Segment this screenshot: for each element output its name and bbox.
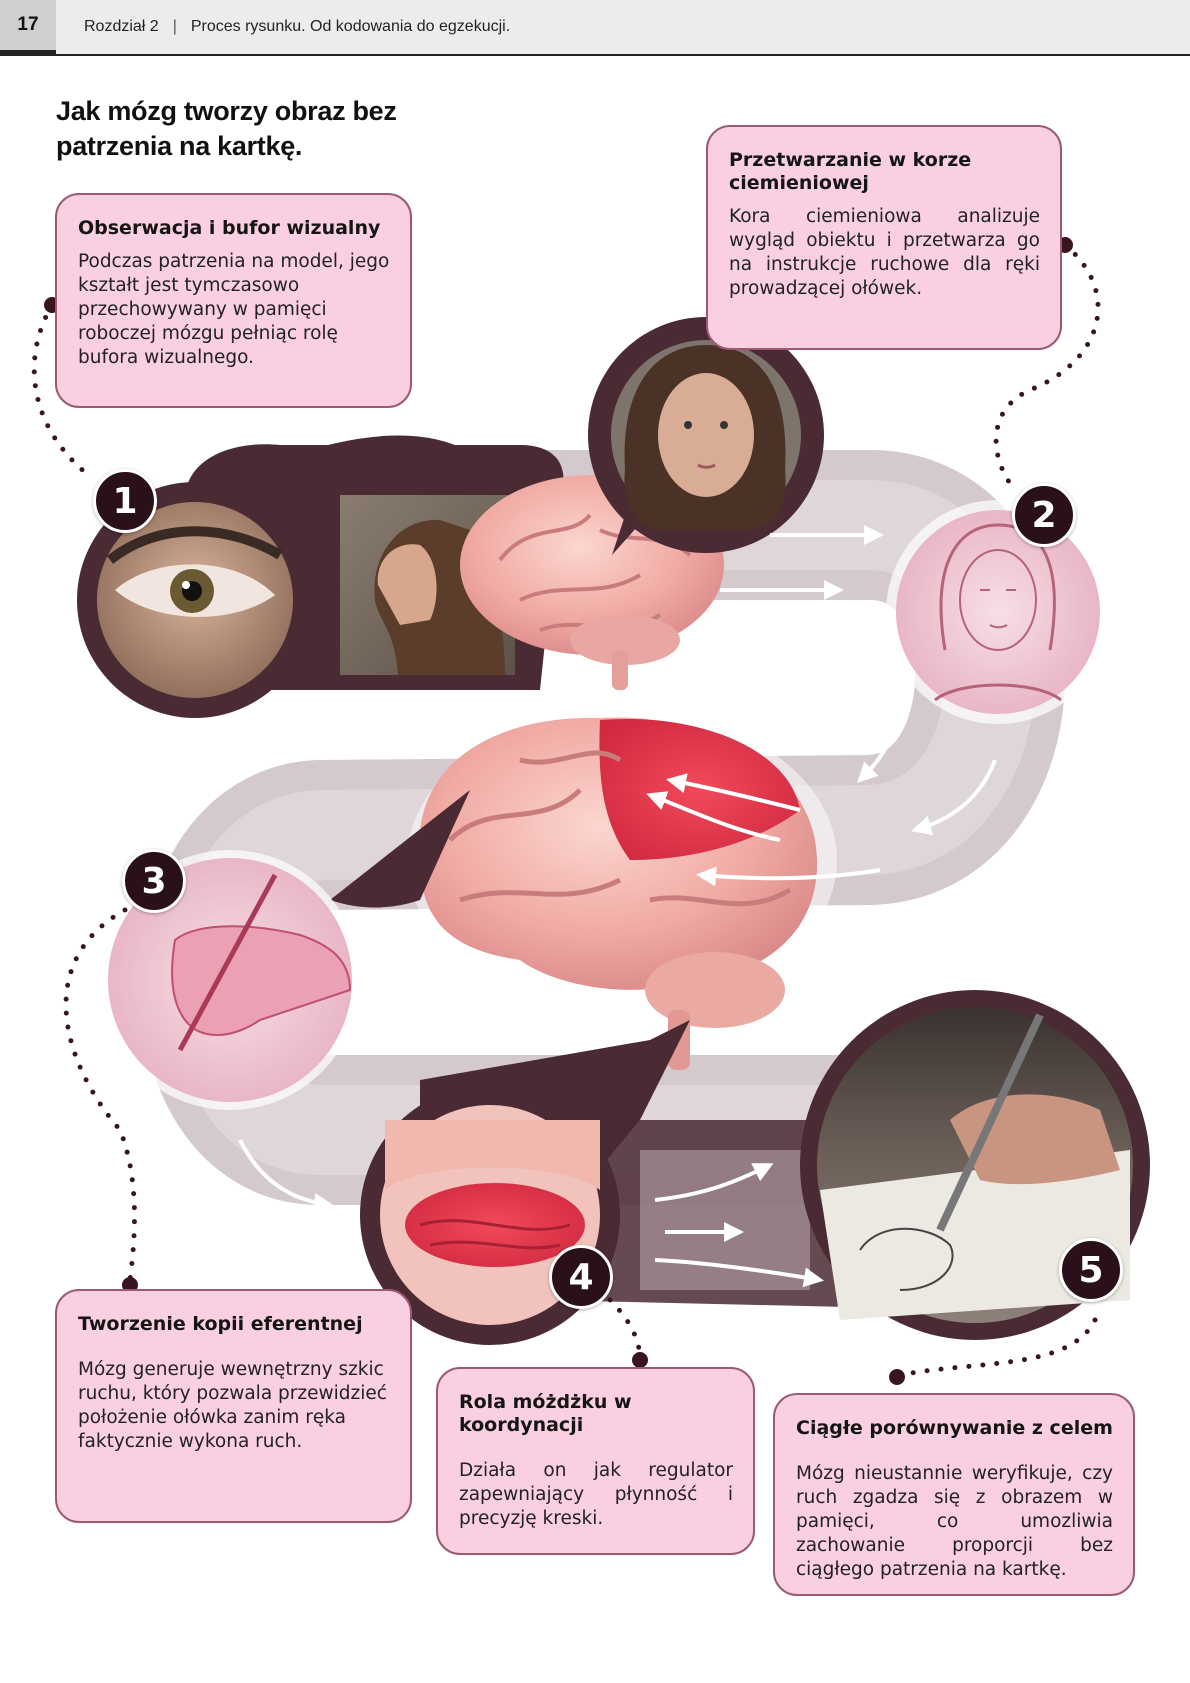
dotted-connectors xyxy=(31,242,1101,1378)
card-cerebellum-title: Rola móżdżku w koordynacji xyxy=(459,1391,632,1436)
eye-photo xyxy=(77,482,313,718)
card-observation-title: Obserwacja i bufor wizualny xyxy=(78,217,381,239)
step-badge-4: 4 xyxy=(549,1245,613,1309)
flow-arrows-row1 xyxy=(720,525,884,600)
card-efferent: Tworzenie kopii eferentnej Mózg generuje… xyxy=(55,1289,412,1523)
section-title: Proces rysunku. Od kodowania do egzekucj… xyxy=(190,18,511,35)
card-parietal-title: Przetwarzanie w korze ciemieniowej xyxy=(729,149,972,194)
card-cerebellum: Rola móżdżku w koordynacji Działa on jak… xyxy=(436,1367,755,1555)
dark-lobe xyxy=(330,790,470,908)
card-comparison-title: Ciągłe porównywanie z celem xyxy=(796,1417,1113,1439)
card-parietal: Przetwarzanie w korze ciemieniowej Kora … xyxy=(706,125,1062,350)
card-cerebellum-body: Działa on jak regulator zapewniający pły… xyxy=(459,1460,733,1529)
step-badge-5: 5 xyxy=(1059,1238,1123,1302)
step-badge-1: 1 xyxy=(93,469,157,533)
card-observation: Obserwacja i bufor wizualny Podczas patr… xyxy=(55,193,412,408)
card-efferent-body: Mózg generuje wewnętrzny szkic ruchu, kt… xyxy=(78,1359,387,1452)
page-number: 17 xyxy=(0,0,56,54)
hand-sketch xyxy=(100,850,360,1110)
step-badge-3: 3 xyxy=(122,849,186,913)
card-comparison: Ciągłe porównywanie z celem Mózg nieusta… xyxy=(773,1393,1135,1596)
brain-center-highlighted xyxy=(407,710,837,1070)
face-sketch xyxy=(886,500,1110,724)
card-parietal-body: Kora ciemieniowa analizuje wygląd obiekt… xyxy=(729,206,1040,299)
step-badge-2: 2 xyxy=(1012,483,1076,547)
header-separator: | xyxy=(172,18,177,35)
card-observation-body: Podczas patrzenia na model, jego kształt… xyxy=(78,251,390,368)
flow-arrows-center xyxy=(361,739,997,1044)
page-header: 17 Rozdział 2 | Proces rysunku. Od kodow… xyxy=(0,0,1190,56)
running-head: Rozdział 2 | Proces rysunku. Od kodowani… xyxy=(84,0,510,54)
page-title: Jak mózg tworzy obraz bez patrzenia na k… xyxy=(56,96,397,161)
woman-portrait-photo xyxy=(588,317,824,555)
chapter-label: Rozdział 2 xyxy=(84,18,159,35)
drawing-hand-photo xyxy=(800,990,1150,1340)
card-efferent-title: Tworzenie kopii eferentnej xyxy=(78,1313,363,1335)
card-comparison-body: Mózg nieustannie weryfikuje, czy ruch zg… xyxy=(796,1463,1113,1580)
